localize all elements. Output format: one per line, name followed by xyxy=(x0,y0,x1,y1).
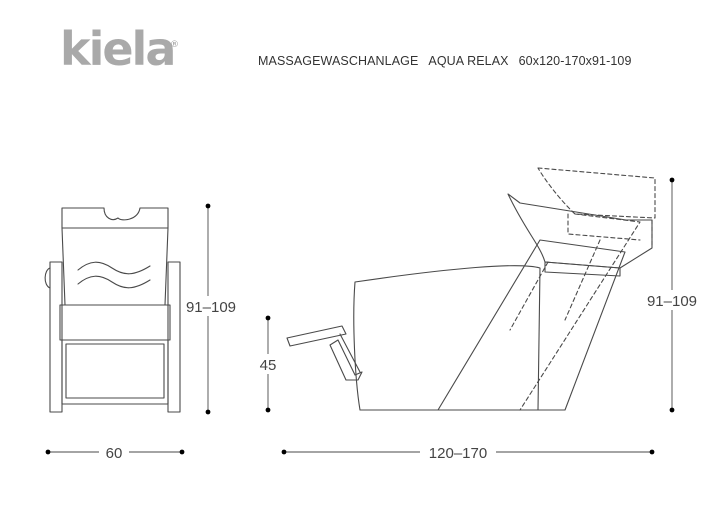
front-base xyxy=(61,339,169,405)
product-type: MASSAGEWASCHANLAGE xyxy=(258,54,419,68)
front-view-chair xyxy=(44,207,181,413)
front-backrest xyxy=(61,227,169,306)
front-width-label: 60 xyxy=(106,445,123,462)
footrest-height-label: 45 xyxy=(260,357,277,374)
front-seat xyxy=(59,304,171,341)
side-main-body xyxy=(353,265,541,411)
registered-mark: ® xyxy=(170,40,179,50)
page-title: MASSAGEWASCHANLAGE AQUA RELAX 60x120-170x9… xyxy=(258,54,632,68)
side-view-alternate-position xyxy=(509,167,656,411)
side-backrest xyxy=(437,239,626,411)
side-basin-shadow xyxy=(544,261,621,277)
dimension-lines xyxy=(47,179,673,453)
product-dimensions: 60x120-170x91-109 xyxy=(518,54,632,68)
side-view-chair xyxy=(286,193,653,411)
label-backgrounds xyxy=(99,290,700,462)
front-basin xyxy=(61,207,169,229)
side-height-label: 91–109 xyxy=(647,293,697,310)
footrest-bar xyxy=(339,333,361,373)
kiela-logo: kiela xyxy=(60,22,176,76)
dimension-endpoints xyxy=(45,177,675,455)
front-height-label: 91–109 xyxy=(186,299,236,316)
side-basin xyxy=(507,193,653,269)
footrest-bracket xyxy=(329,339,363,381)
front-knob xyxy=(44,267,51,289)
front-left-armrest xyxy=(49,261,63,413)
front-right-armrest xyxy=(167,261,181,413)
wave-upper xyxy=(77,261,151,275)
wave-lower xyxy=(77,275,151,289)
front-base-inner xyxy=(65,343,165,399)
footrest-pad xyxy=(286,325,347,347)
dimension-labels: 60 120–170 91–109 91–109 45 xyxy=(106,293,697,462)
side-length-label: 120–170 xyxy=(429,445,487,462)
model-name: AQUA RELAX xyxy=(428,54,509,68)
